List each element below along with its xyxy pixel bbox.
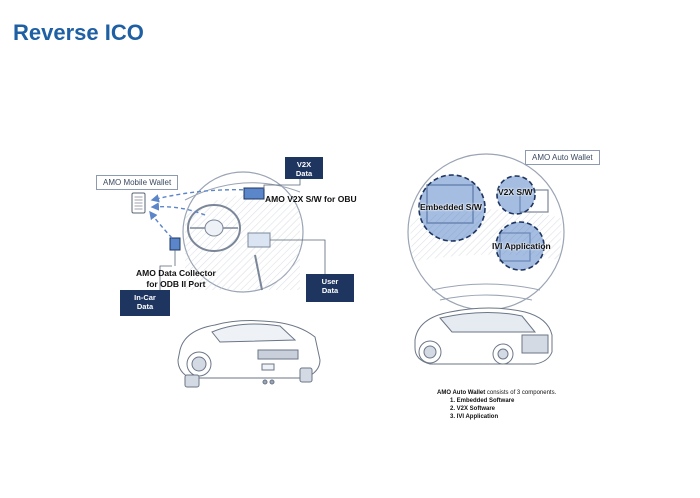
component-item: 2. V2X Software	[450, 406, 496, 412]
components-intro: AMO Auto Wallet consists of 3 components…	[437, 389, 556, 397]
concept-car-illustration	[414, 307, 553, 365]
v2x-sw-label: V2X S/W	[498, 187, 533, 197]
phone-icon	[131, 192, 146, 214]
page-title: Reverse ICO	[13, 20, 144, 45]
v2x-sw-zone	[496, 175, 536, 215]
user-data-tag: User Data	[306, 274, 354, 302]
ivi-application-label: IVI Application	[492, 241, 551, 251]
components-intro-bold: AMO Auto Wallet	[437, 390, 486, 396]
auto-wallet-label: AMO Auto Wallet	[525, 150, 600, 165]
mobile-wallet-label: AMO Mobile Wallet	[96, 175, 179, 190]
components-note: AMO Auto Wallet consists of 3 components…	[437, 389, 556, 421]
embedded-sw-label: Embedded S/W	[420, 202, 482, 212]
data-collector-label: AMO Data Collector for ODB II Port	[136, 268, 216, 289]
obu-software-label: AMO V2X S/W for OBU	[265, 194, 357, 204]
connector-lines	[159, 178, 326, 290]
embedded-sw-zone	[418, 174, 486, 242]
components-intro-rest: consists of 3 components.	[485, 390, 557, 396]
component-item: 1. Embedded Software	[450, 398, 515, 404]
component-item: 3. IVI Application	[450, 414, 499, 420]
data-flow-arrows	[149, 189, 251, 239]
v2x-data-tag: V2X Data	[285, 157, 323, 179]
in-car-data-tag: In-Car Data	[120, 290, 170, 316]
components-list: 1. Embedded Software 2. V2X Software 3. …	[437, 397, 556, 421]
sports-car-illustration	[177, 320, 321, 388]
car-interior-illustration	[182, 171, 304, 293]
odb-port-device	[169, 237, 181, 251]
ivi-application-zone	[495, 221, 545, 271]
